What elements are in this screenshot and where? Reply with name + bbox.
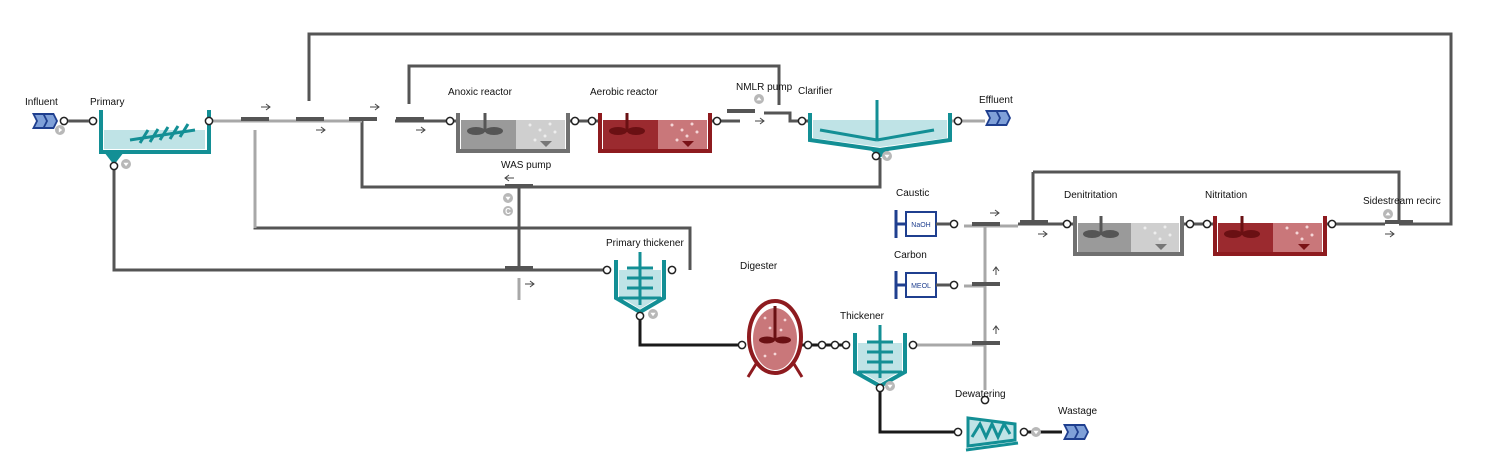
was-pump-badge[interactable]: C — [503, 206, 513, 216]
anoxic-reactor[interactable] — [456, 113, 570, 153]
wastage-block[interactable] — [1063, 424, 1089, 440]
label-primary: Primary — [90, 97, 125, 108]
secondary-clarifier[interactable] — [808, 100, 952, 158]
svg-text:C: C — [505, 207, 511, 216]
primary-clarifier[interactable] — [99, 110, 211, 165]
label-anoxic-reactor: Anoxic reactor — [448, 87, 512, 98]
carbon-dosing[interactable]: MEOL — [894, 271, 937, 299]
label-influent: Influent — [25, 97, 58, 108]
svg-text:MEOL: MEOL — [911, 283, 931, 290]
label-dewatering: Dewatering — [955, 389, 1006, 400]
digester[interactable] — [746, 299, 804, 378]
label-wastage: Wastage — [1058, 406, 1098, 417]
flow-arrows — [261, 103, 1395, 334]
label-clarifier: Clarifier — [798, 86, 833, 97]
label-thickener: Thickener — [840, 311, 884, 322]
nitritation-reactor[interactable] — [1213, 216, 1327, 256]
thickener[interactable] — [853, 325, 907, 389]
svg-text:NaOH: NaOH — [911, 222, 930, 229]
label-aerobic-reactor: Aerobic reactor — [590, 87, 658, 98]
influent-chevron-icon — [32, 113, 58, 129]
label-was-pump: WAS pump — [501, 160, 552, 171]
effluent-block[interactable] — [985, 110, 1011, 126]
label-caustic: Caustic — [896, 188, 930, 199]
label-carbon: Carbon — [894, 250, 927, 261]
influent-expand-icon — [55, 125, 65, 135]
denitritation-reactor[interactable] — [1073, 216, 1184, 256]
label-digester: Digester — [740, 261, 778, 272]
label-denitritation: Denitritation — [1064, 190, 1118, 201]
label-sidestream-recirc: Sidestream recirc — [1363, 196, 1441, 207]
influent-block[interactable] — [32, 113, 58, 129]
splitters — [241, 109, 1413, 345]
nmlr-pump[interactable] — [754, 94, 764, 104]
label-nmlr-pump: NMLR pump — [736, 82, 793, 93]
label-effluent: Effluent — [979, 95, 1013, 106]
pipes-sludge — [638, 318, 1062, 434]
label-primary-thickener: Primary thickener — [606, 238, 684, 249]
caustic-dosing[interactable]: NaOH — [894, 210, 937, 238]
primary-thickener[interactable] — [614, 252, 666, 315]
label-nitritation: Nitritation — [1205, 190, 1248, 201]
dewatering-press[interactable] — [965, 416, 1019, 452]
aerobic-reactor[interactable] — [598, 113, 712, 153]
